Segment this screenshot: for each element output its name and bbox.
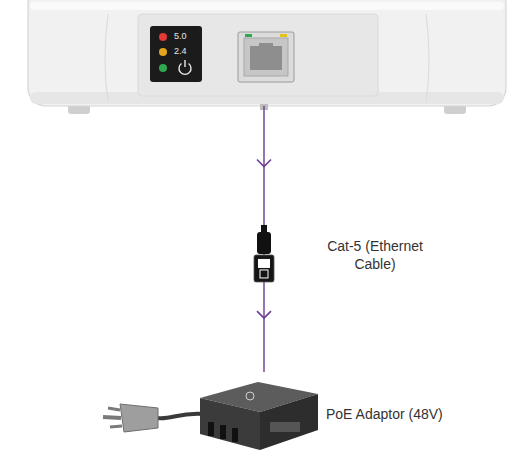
led-red [159,33,167,41]
adaptor-sticker [270,422,300,432]
housing-recess [138,14,378,96]
band-label: 2.4 [174,46,187,56]
plug-boot [257,232,271,254]
access-point-housing [28,0,506,114]
adaptor-side [260,394,318,450]
housing-seam [426,14,429,102]
adaptor-logo [246,392,254,400]
edge-group [254,106,274,372]
plug-cable [261,225,267,233]
housing-highlight [30,2,504,10]
ethernet-port [238,32,294,82]
led-amber [159,48,167,56]
band-label: 5.0 [174,31,187,41]
port-led [280,34,287,37]
power-cord [158,414,204,419]
plug-pin [108,408,120,410]
power-symbol [184,60,185,67]
direction-chevron [257,311,271,318]
port-led [245,34,252,37]
device-label: PoE Adaptor (48V) [326,406,443,422]
plug-pin [110,426,122,427]
ethernet-port [244,38,288,76]
plug-head [254,255,274,282]
cable-label: Cat-5 (Ethernet Cable) [310,236,440,274]
adaptor-front [200,398,260,450]
plug-pin [103,417,121,418]
poe-adaptor-illustration [103,382,318,450]
adaptor-fin [232,428,238,442]
access-point: 5.0 2.4 [28,0,506,106]
plug-latch [260,270,268,278]
power-plug [120,404,158,432]
adaptor-fin [208,422,214,436]
direction-chevron [257,160,271,167]
ethernet-port [259,43,273,49]
rj45-plug-icon [254,225,274,282]
plug-contacts [258,259,270,268]
led-panel [150,26,202,82]
led-green [159,64,167,72]
housing-body [28,0,506,106]
housing-seam [105,14,108,102]
poe-adaptor: PoE Adaptor (48V) [100,372,480,454]
ethernet-port [250,46,282,70]
adaptor-fin [220,425,226,439]
